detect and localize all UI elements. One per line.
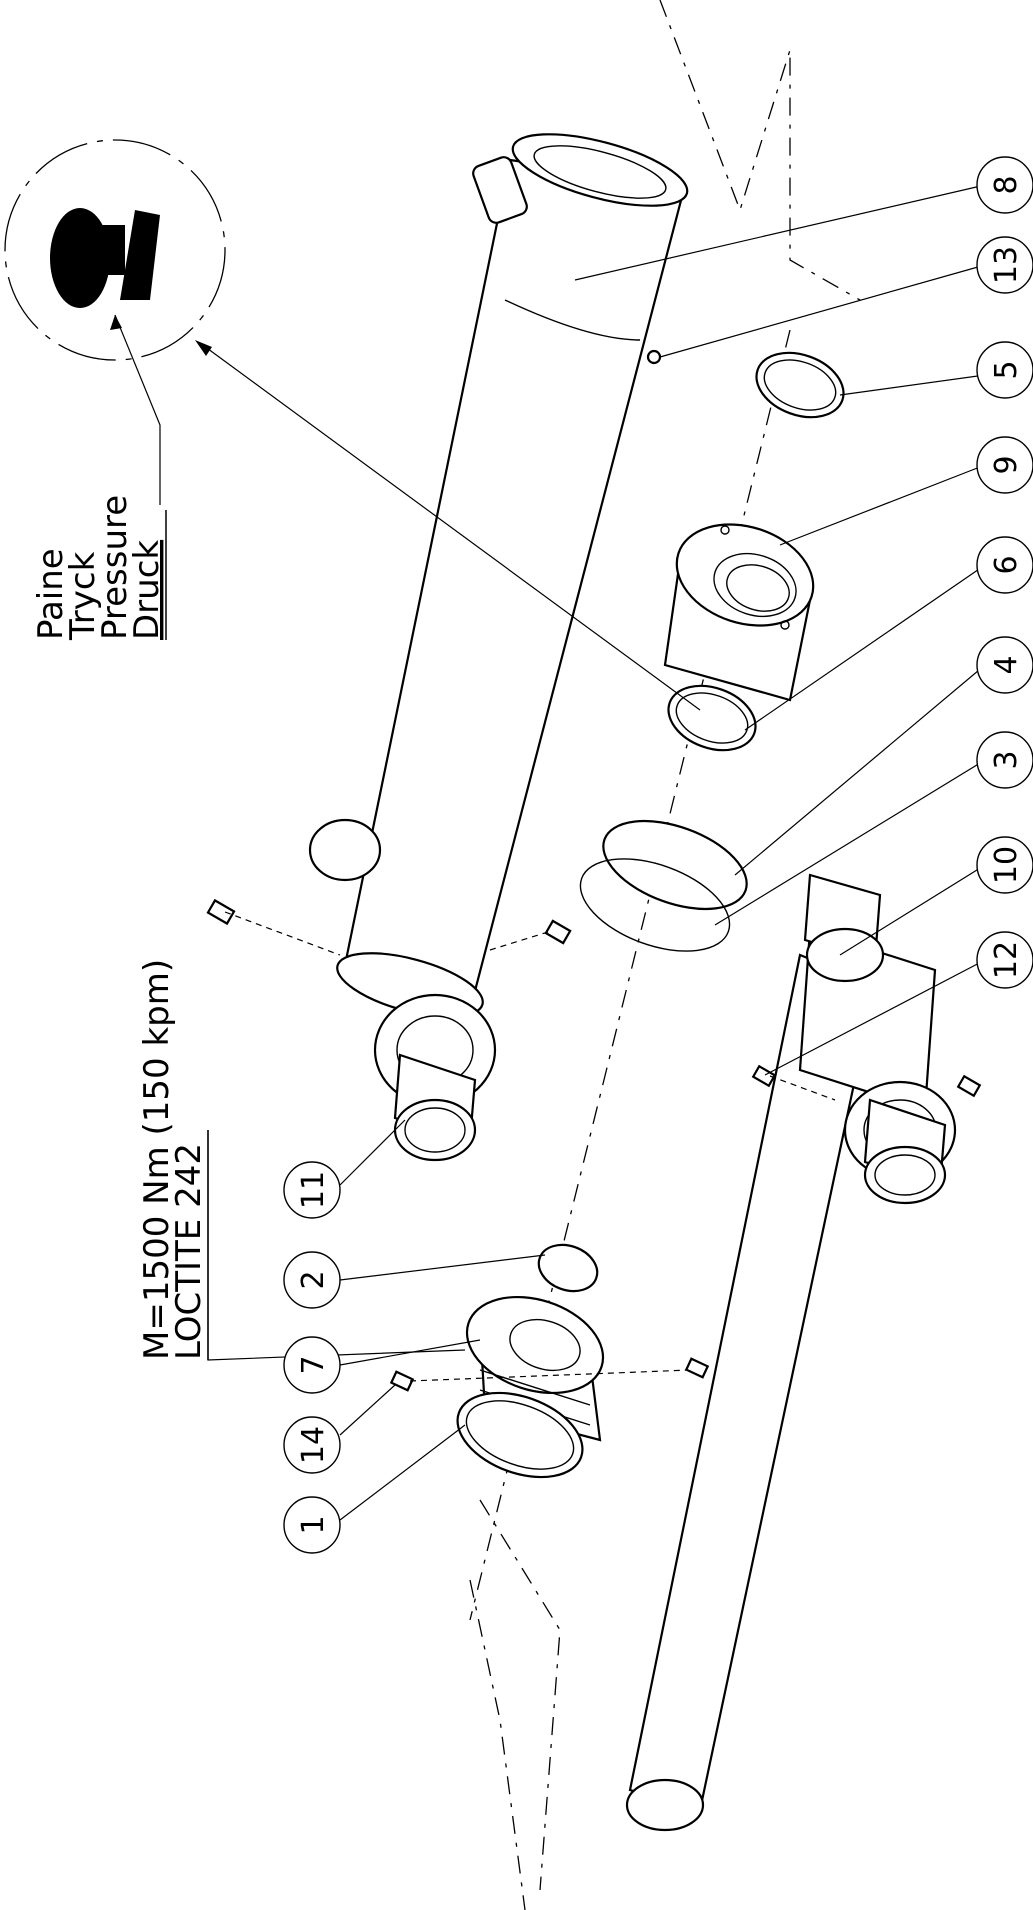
balloon-7: 7 xyxy=(283,1336,341,1394)
set-screw-13 xyxy=(646,349,662,365)
balloon-leaders xyxy=(339,184,986,1521)
balloon-11-label: 11 xyxy=(296,1171,331,1209)
balloon-9: 9 xyxy=(976,436,1033,494)
detail-view xyxy=(4,139,226,361)
balloon-12-label: 12 xyxy=(989,941,1024,979)
balloon-2-label: 2 xyxy=(296,1270,331,1289)
balloon-11: 11 xyxy=(283,1161,341,1219)
grease-nipples-rod xyxy=(751,1064,982,1101)
pressure-label-3: Pressure xyxy=(95,495,135,640)
break-line-left xyxy=(469,1579,526,1910)
torque-note-leader xyxy=(207,1130,466,1361)
cylinder-tube xyxy=(308,133,689,1107)
piston-rod xyxy=(625,873,957,1832)
balloon-8-label: 8 xyxy=(989,175,1024,194)
balloon-14-label: 14 xyxy=(296,1426,331,1464)
torque-loctite: LOCTITE 242 xyxy=(169,1143,209,1360)
balloon-6: 6 xyxy=(976,536,1033,594)
detail-arrow-line xyxy=(199,342,701,711)
balloon-1: 1 xyxy=(283,1496,341,1554)
ring-4 xyxy=(602,819,748,911)
pressure-label-4: Druck xyxy=(127,540,167,640)
break-line-top xyxy=(659,0,861,301)
balloon-12: 12 xyxy=(976,931,1033,989)
torque-note: M=1500 Nm (150 kpm) LOCTITE 242 xyxy=(137,959,209,1360)
balloon-3: 3 xyxy=(976,731,1033,789)
balloon-10: 10 xyxy=(976,836,1033,894)
balloon-10-label: 10 xyxy=(989,846,1024,884)
pressure-note-arrowhead xyxy=(110,315,122,330)
grease-nipples-tube xyxy=(206,898,572,956)
seal-6 xyxy=(667,684,757,752)
balloon-14: 14 xyxy=(283,1416,341,1474)
balloon-1-label: 1 xyxy=(296,1515,331,1534)
balloon-9-label: 9 xyxy=(989,455,1024,474)
break-line-bottom xyxy=(479,1499,561,1891)
balloon-8: 8 xyxy=(976,156,1033,214)
balloon-4: 4 xyxy=(976,636,1033,694)
balloon-5: 5 xyxy=(976,341,1033,399)
balloon-3-label: 3 xyxy=(989,750,1024,769)
balloon-13-label: 13 xyxy=(989,246,1024,284)
balloon-6-label: 6 xyxy=(989,555,1024,574)
grease-nipples-gland xyxy=(389,1357,710,1392)
bushing-rear xyxy=(393,1053,477,1162)
balloon-7-label: 7 xyxy=(296,1355,331,1374)
detail-arrowhead xyxy=(195,340,212,356)
o-ring-2 xyxy=(537,1243,599,1293)
wear-ring-5 xyxy=(755,351,845,419)
balloon-5-label: 5 xyxy=(989,360,1024,379)
pressure-note-leader xyxy=(114,314,161,505)
pressure-label-2: Tryck xyxy=(63,551,103,641)
wiper-1 xyxy=(456,1391,584,1479)
balloon-2: 2 xyxy=(283,1251,341,1309)
pressure-note: Paine Tryck Pressure Druck xyxy=(31,495,167,641)
balloon-13: 13 xyxy=(976,236,1033,294)
torque-value: M=1500 Nm (150 kpm) xyxy=(137,959,177,1360)
piston-9 xyxy=(663,523,815,702)
ring-3 xyxy=(579,858,731,952)
balloon-4-label: 4 xyxy=(989,655,1024,674)
pressure-label-1: Paine xyxy=(31,548,71,640)
